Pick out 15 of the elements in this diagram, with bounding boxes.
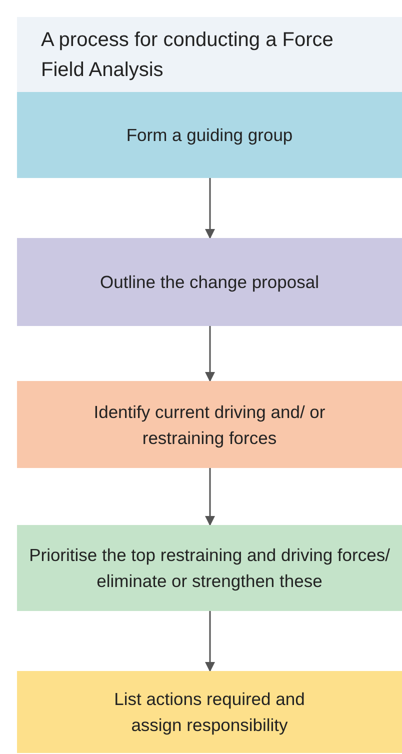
step-text: List actions required and assign responsibility (113, 688, 306, 737)
step-text: Form a guiding group (126, 124, 293, 147)
arrow (205, 468, 215, 526)
step-text: Prioritise the top restraining and driving forces/ eliminate or strengthen these (28, 544, 391, 593)
arrow (205, 178, 215, 239)
process-box (17, 381, 402, 468)
arrow (205, 611, 215, 672)
title: A process for conducting a Force Field Analysis (41, 28, 334, 82)
process-box (17, 92, 402, 178)
process-box (17, 238, 402, 326)
step-text: Identify current driving and/ or restraining forces (92, 400, 326, 450)
process-box (17, 525, 402, 611)
process-box (17, 671, 402, 753)
step-text: Outline the change proposal (100, 271, 319, 294)
arrow (205, 326, 215, 382)
